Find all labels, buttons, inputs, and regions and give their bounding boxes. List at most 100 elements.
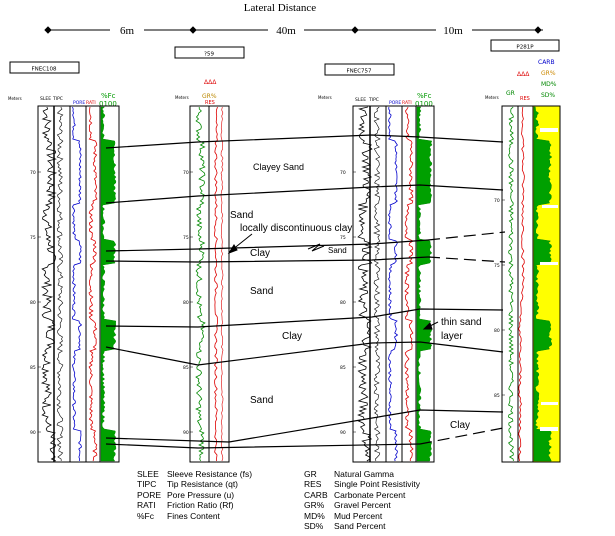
scale-marker	[44, 26, 52, 34]
header-text: ΔΔΔ	[517, 71, 530, 78]
depth-tick-label: 85	[494, 393, 500, 399]
depth-tick-label: 85	[340, 365, 346, 371]
header-text: RATI	[402, 100, 412, 106]
distance-label-3: 10m	[443, 25, 463, 37]
well-1-log: Meters SLEE TIPC PORE RATI %Fc 0100 7075…	[8, 92, 120, 463]
legend-code: PORE	[137, 489, 162, 500]
legend-desc: Friction Ratio (Rf)	[167, 500, 234, 511]
unit-label: Sand	[250, 395, 273, 406]
well-name-box-1	[9, 61, 80, 74]
scale-marker	[189, 26, 197, 34]
unit-label: Sand	[328, 246, 347, 255]
depth-tick-label: 75	[30, 235, 36, 241]
legend-item: %Fc Fines Content	[137, 511, 252, 521]
depth-tick-label: 80	[183, 300, 189, 306]
header-text: SD%	[541, 92, 555, 99]
legend-item: MD%Mud Percent	[304, 511, 420, 521]
well-3-log: Meters SLEE TIPC PORE RATI %Fc 0100 70 75…	[318, 92, 435, 463]
header-text: GR	[506, 90, 515, 97]
depth-tick-label: 85	[30, 365, 36, 371]
header-text: 0100	[415, 100, 433, 108]
unit-label: thin sand	[441, 317, 482, 328]
header-text: 0100	[99, 100, 117, 108]
header-text: TIPC	[368, 97, 379, 103]
depth-tick-label: 80	[494, 328, 500, 334]
depth-tick-label: 70	[30, 170, 36, 176]
well-name-box-3	[324, 63, 395, 76]
depth-tick-label: 75	[340, 235, 346, 241]
header-text: ΔΔΔ	[204, 79, 217, 86]
legend-code: RES	[304, 479, 322, 490]
header-text: SLEE	[40, 96, 51, 102]
scale-marker	[351, 26, 359, 34]
legend-code: RATI	[137, 500, 156, 511]
depth-tick-label: 70	[183, 170, 189, 176]
unit-label: Sand	[250, 286, 273, 297]
depth-tick-label: 90	[183, 430, 189, 436]
unit-label: Clay	[450, 420, 470, 431]
header-text: %Fc	[417, 92, 432, 100]
legend-item: TIPC Tip Resistance (qt)	[137, 479, 252, 489]
depth-tick-label: 75	[183, 235, 189, 241]
header-text: PORE	[73, 100, 85, 106]
well-name-box-4	[490, 39, 560, 52]
legend-code: %Fc	[137, 510, 154, 521]
well-name-4: P281P	[516, 45, 534, 51]
unit-label: locally discontinuous clay	[240, 223, 352, 234]
legend-code: SLEE	[137, 469, 159, 479]
header-text: SLEE	[355, 97, 366, 103]
unit-labels: Clayey Sand Sand locally discontinuous c…	[230, 162, 482, 431]
legend-desc: Pore Pressure (u)	[167, 489, 235, 500]
legend-desc: Single Point Resistivity	[334, 479, 420, 490]
depth-tick-label: 90	[30, 430, 36, 436]
well-name-3: FNEC757	[346, 69, 372, 75]
legend-desc: Carbonate Percent	[334, 489, 406, 500]
legend-item: SD%Sand Percent	[304, 521, 420, 531]
depth-tick-label: 90	[340, 430, 346, 436]
unit-label: Clay	[282, 331, 302, 342]
depth-tick-label: 85	[183, 365, 189, 371]
legend-desc: Fines Content	[167, 510, 220, 521]
header-text: Meters	[318, 95, 332, 100]
legend-code: TIPC	[137, 479, 157, 490]
well-4-log: Meters GR ΔΔΔ RES CARB GR% MD% SD% 70758…	[485, 59, 561, 463]
annotation-arrows	[227, 233, 439, 330]
legend-item: GR% Gravel Percent	[304, 500, 420, 510]
diagram-title: Lateral Distance	[244, 2, 316, 14]
legend-code: GR%	[304, 500, 325, 511]
well-name-1: FNEC108	[31, 67, 57, 73]
header-text: Meters	[485, 95, 499, 100]
header-text: PORE	[389, 100, 401, 106]
depth-tick-label: 80	[340, 300, 346, 306]
depth-tick-label: 75	[494, 263, 500, 269]
header-text: CARB	[538, 59, 555, 66]
distance-label-1: 6m	[120, 25, 135, 37]
depth-tick-label: 70	[340, 170, 346, 176]
sample-gap	[542, 205, 558, 208]
header-text: Meters	[8, 96, 22, 101]
header-text: GR%	[202, 93, 217, 100]
well-name-2: ?59	[204, 52, 214, 58]
sample-gap	[540, 427, 558, 431]
legend-item: RES Single Point Resistivity	[304, 479, 420, 489]
correlation-lines	[105, 134, 506, 449]
header-text: %Fc	[101, 92, 116, 100]
sample-gap	[540, 262, 558, 265]
legend-desc: Tip Resistance (qt)	[167, 479, 239, 490]
header-text: RES	[205, 100, 215, 106]
header-text: RATI	[86, 100, 96, 106]
header-text: GR%	[541, 70, 556, 77]
legend-desc: Gravel Percent	[334, 500, 391, 511]
unit-label: Clay	[250, 248, 270, 259]
sample-gap	[540, 128, 558, 132]
well-name-box-2	[174, 46, 245, 59]
depth-tick-label: 70	[494, 198, 500, 204]
